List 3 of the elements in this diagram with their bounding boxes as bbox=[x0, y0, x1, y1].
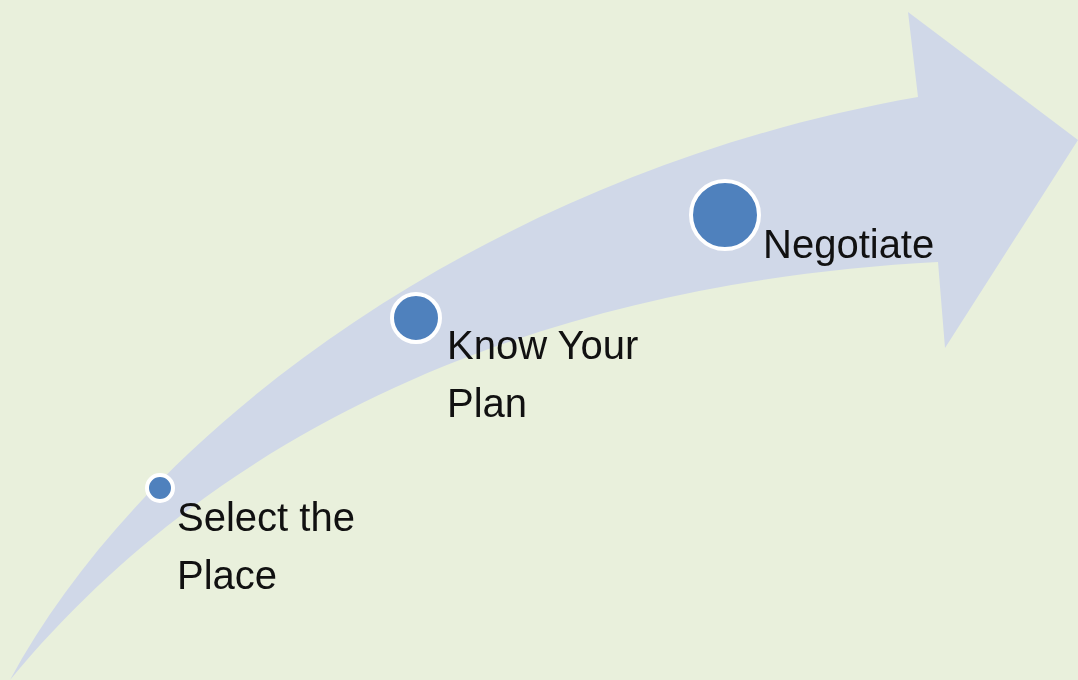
step-label: Know Your Plan bbox=[447, 322, 640, 427]
step-label: Negotiate bbox=[763, 221, 936, 268]
step-label: Select the Place bbox=[177, 494, 356, 599]
